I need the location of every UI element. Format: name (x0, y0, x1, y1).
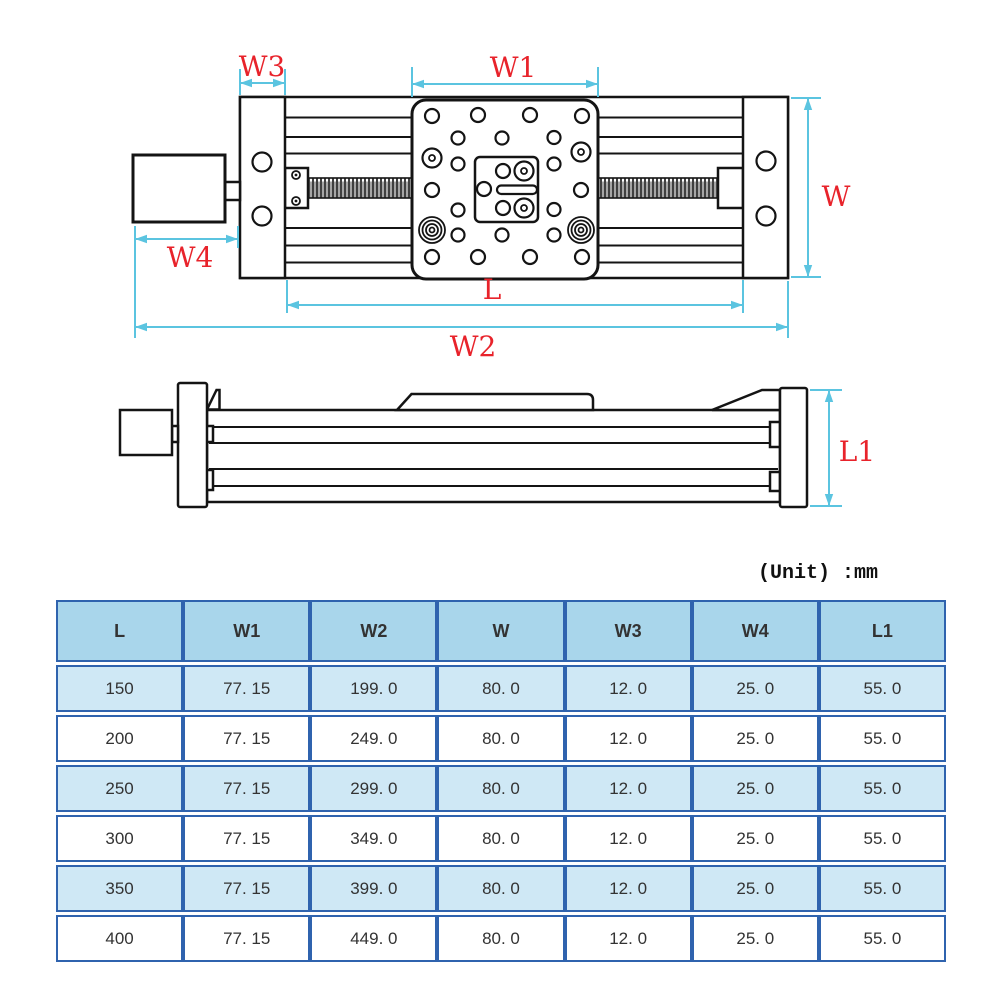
unit-note: (Unit) :mm (757, 562, 878, 585)
dim-label-w2: W2 (450, 330, 497, 363)
spec-cell: 80. 0 (437, 765, 565, 812)
spec-cell: 12. 0 (564, 815, 692, 862)
table-row: 200 77. 15 249. 0 80. 0 12. 0 25. 0 55. … (56, 715, 946, 762)
spec-cell: 77. 15 (183, 665, 311, 712)
spec-cell: 25. 0 (691, 865, 819, 912)
side-right-wedge (711, 388, 782, 412)
spec-cell: 200 (56, 715, 184, 762)
side-motor (118, 408, 174, 457)
spec-cell: 12. 0 (564, 915, 692, 962)
table-row: 300 77. 15 349. 0 80. 0 12. 0 25. 0 55. … (56, 815, 946, 862)
dim-l: L (286, 273, 744, 313)
dim-w3: W3 (239, 50, 286, 95)
carriage-mounting-holes (418, 106, 595, 266)
spec-table: L W1 W2 W W3 W4 L1 150 77. 15 199. 0 80.… (56, 597, 946, 965)
spec-cell: 55. 0 (818, 815, 946, 862)
spec-cell: 12. 0 (564, 865, 692, 912)
spec-cell: 55. 0 (818, 665, 946, 712)
table-header-cell: L (56, 600, 184, 662)
dim-label-w3: W3 (239, 50, 286, 83)
side-end-block-left (176, 381, 209, 509)
side-left-tab (205, 388, 221, 411)
side-carriage-plate (394, 392, 595, 412)
spec-cell: 150 (56, 665, 184, 712)
screw-coupling (283, 166, 310, 210)
dim-label-l: L (483, 273, 502, 306)
table-row: 150 77. 15 199. 0 80. 0 12. 0 25. 0 55. … (56, 665, 946, 712)
dim-label-w4: W4 (167, 241, 214, 274)
table-header-row: L W1 W2 W W3 W4 L1 (56, 600, 946, 662)
spec-cell: 399. 0 (310, 865, 438, 912)
nut-slot (495, 184, 539, 196)
spec-cell: 350 (56, 865, 184, 912)
table-row: 400 77. 15 449. 0 80. 0 12. 0 25. 0 55. … (56, 915, 946, 962)
spec-cell: 250 (56, 765, 184, 812)
end-block-left (238, 95, 287, 280)
spec-cell: 299. 0 (310, 765, 438, 812)
screw-bearing-block (716, 166, 745, 210)
dim-w2: W2 (134, 226, 789, 363)
spec-cell: 25. 0 (691, 915, 819, 962)
spec-cell: 199. 0 (310, 665, 438, 712)
spec-cell: 12. 0 (564, 665, 692, 712)
side-notch (768, 420, 782, 449)
spec-cell: 77. 15 (183, 715, 311, 762)
spec-cell: 80. 0 (437, 815, 565, 862)
motor (131, 153, 227, 224)
linear-stage-drawing: W3 W1 W W4 L (118, 50, 875, 509)
lead-screw-left (307, 177, 413, 199)
dim-w: W (791, 97, 851, 278)
lead-screw-right (597, 177, 719, 199)
table-row: 250 77. 15 299. 0 80. 0 12. 0 25. 0 55. … (56, 765, 946, 812)
dim-label-w: W (822, 180, 851, 213)
dim-l1: L1 (810, 389, 875, 507)
spec-cell: 77. 15 (183, 815, 311, 862)
dim-label-l1: L1 (839, 435, 875, 468)
side-notch (768, 470, 782, 493)
spec-cell: 25. 0 (691, 665, 819, 712)
screw-nut-block (473, 155, 540, 224)
table-header-cell: W (437, 600, 565, 662)
spec-cell: 77. 15 (183, 865, 311, 912)
side-rails (209, 426, 778, 487)
spec-cell: 349. 0 (310, 815, 438, 862)
spec-cell: 55. 0 (818, 865, 946, 912)
spec-cell: 80. 0 (437, 865, 565, 912)
table-header-cell: W4 (691, 600, 819, 662)
side-end-block-right (778, 386, 809, 509)
spec-cell: 77. 15 (183, 765, 311, 812)
spec-cell: 300 (56, 815, 184, 862)
table-header-cell: W2 (310, 600, 438, 662)
spec-cell: 25. 0 (691, 715, 819, 762)
spec-cell: 25. 0 (691, 815, 819, 862)
table-row: 350 77. 15 399. 0 80. 0 12. 0 25. 0 55. … (56, 865, 946, 912)
side-view: L1 (118, 381, 875, 509)
spec-cell: 55. 0 (818, 915, 946, 962)
spec-cell: 55. 0 (818, 715, 946, 762)
dim-label-w1: W1 (490, 51, 537, 84)
table-header-cell: W1 (183, 600, 311, 662)
end-block-right (741, 95, 790, 280)
motor-shaft (223, 180, 242, 202)
bearing-target-left (418, 216, 446, 244)
spec-cell: 80. 0 (437, 665, 565, 712)
spec-cell: 80. 0 (437, 915, 565, 962)
spec-cell: 12. 0 (564, 765, 692, 812)
spec-cell: 25. 0 (691, 765, 819, 812)
side-body (205, 408, 782, 504)
spec-cell: 449. 0 (310, 915, 438, 962)
spec-cell: 80. 0 (437, 715, 565, 762)
dim-w1: W1 (411, 51, 599, 97)
bearing-target-right (567, 216, 595, 244)
dim-w4: W4 (135, 226, 239, 274)
spec-cell: 12. 0 (564, 715, 692, 762)
top-view: W3 W1 W W4 L (131, 50, 851, 363)
spec-cell: 55. 0 (818, 765, 946, 812)
carriage-plate (410, 98, 600, 281)
spec-cell: 249. 0 (310, 715, 438, 762)
spec-cell: 400 (56, 915, 184, 962)
table-header-cell: W3 (564, 600, 692, 662)
spec-cell: 77. 15 (183, 915, 311, 962)
table-header-cell: L1 (818, 600, 946, 662)
